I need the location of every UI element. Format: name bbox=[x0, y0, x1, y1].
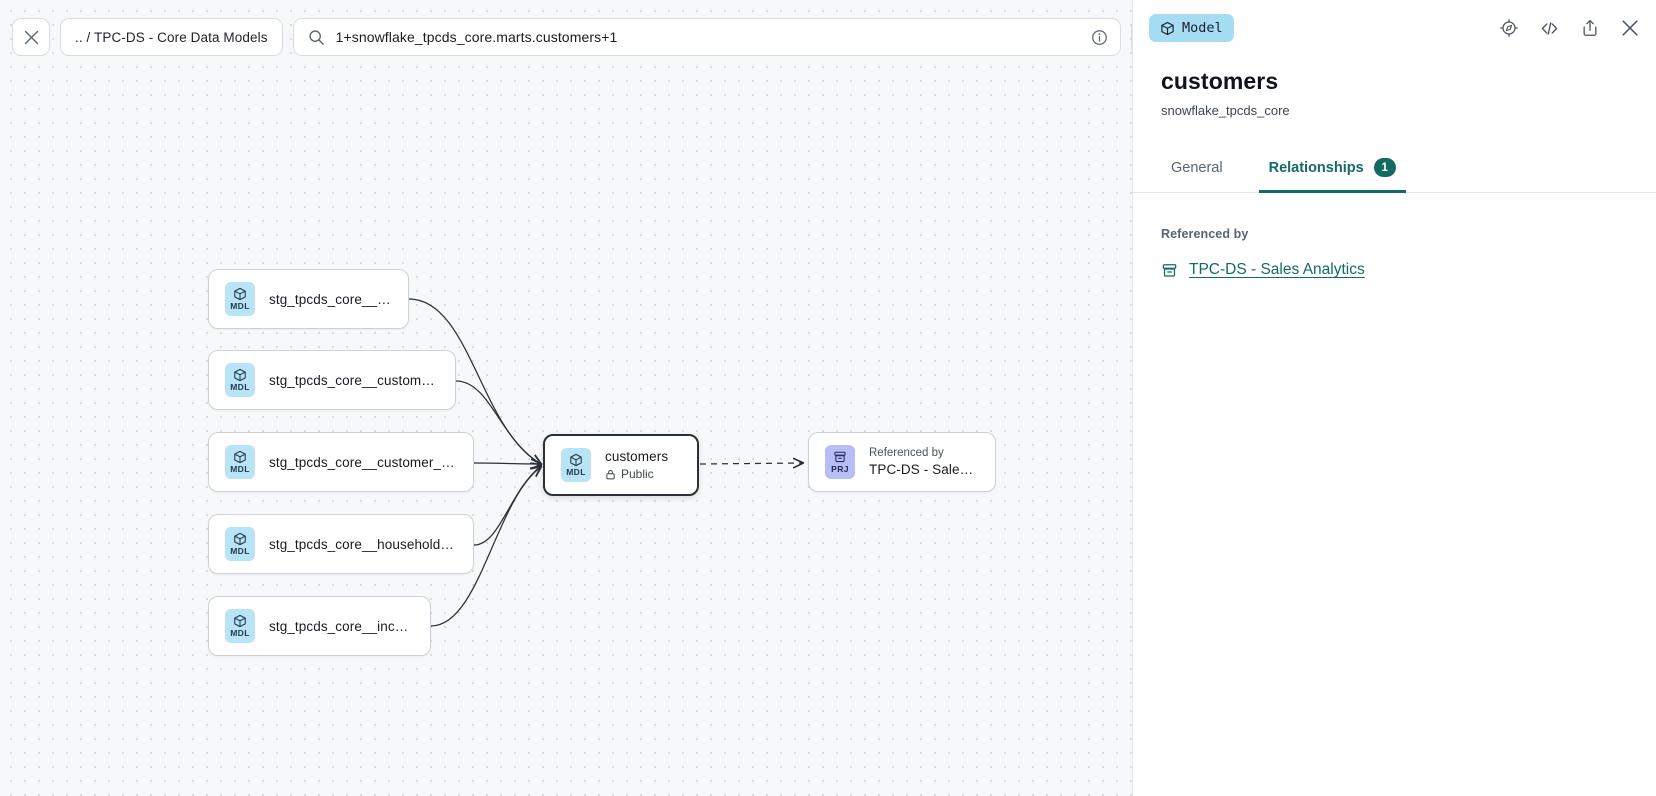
info-circle-icon[interactable] bbox=[1091, 29, 1108, 46]
lineage-canvas[interactable]: .. / TPC-DS - Core Data Models bbox=[0, 0, 1132, 796]
status-badge: 1 bbox=[1373, 158, 1396, 177]
graph-node-stg-customer[interactable]: MDL stg_tpcds_core__customer bbox=[208, 269, 409, 329]
search-field[interactable] bbox=[292, 18, 1121, 56]
badge-label: PRJ bbox=[831, 464, 849, 475]
close-panel-button[interactable] bbox=[1620, 18, 1640, 38]
model-type-badge: MDL bbox=[561, 448, 591, 482]
model-type-badge: MDL bbox=[225, 527, 255, 561]
panel-toolbar: Model bbox=[1133, 0, 1656, 56]
node-label: stg_tpcds_core__customer_address bbox=[269, 372, 439, 388]
panel-subtitle: snowflake_tpcds_core bbox=[1161, 103, 1290, 118]
compass-icon bbox=[1500, 19, 1518, 37]
share-button[interactable] bbox=[1580, 18, 1600, 38]
graph-node-stg-income-band[interactable]: MDL stg_tpcds_core__income_band bbox=[208, 596, 431, 656]
relationships-body: Referenced by TPC-DS - Sales Analytics bbox=[1133, 193, 1656, 279]
search-input[interactable] bbox=[335, 29, 1080, 45]
cube-icon bbox=[234, 615, 246, 628]
tab-label: Relationships bbox=[1268, 159, 1364, 176]
tab-relationships[interactable]: Relationships 1 bbox=[1258, 152, 1406, 193]
cube-icon bbox=[234, 533, 246, 546]
project-icon bbox=[834, 451, 846, 463]
list-item[interactable]: TPC-DS - Sales Analytics bbox=[1161, 261, 1628, 279]
tab-general[interactable]: General bbox=[1161, 152, 1233, 193]
model-type-chip[interactable]: Model bbox=[1149, 14, 1234, 42]
node-kicker: Referenced by bbox=[869, 447, 944, 459]
badge-label: MDL bbox=[230, 464, 250, 475]
search-icon bbox=[308, 29, 324, 45]
visibility-label: Public bbox=[621, 467, 654, 481]
badge-label: MDL bbox=[230, 628, 250, 639]
badge-label: MDL bbox=[230, 546, 250, 557]
node-label: stg_tpcds_core__customer bbox=[269, 291, 392, 307]
reference-link[interactable]: TPC-DS - Sales Analytics bbox=[1189, 261, 1365, 278]
node-label: TPC-DS - Sales Analytics bbox=[869, 462, 979, 477]
compass-button[interactable] bbox=[1499, 18, 1519, 38]
details-panel: Model bbox=[1132, 0, 1656, 796]
model-type-badge: MDL bbox=[225, 609, 255, 643]
cube-icon bbox=[234, 451, 246, 464]
graph-node-stg-customer-demographics[interactable]: MDL stg_tpcds_core__customer_demogra… bbox=[208, 432, 474, 492]
close-icon bbox=[1622, 20, 1638, 36]
lineage-edges bbox=[408, 298, 1132, 627]
cube-icon bbox=[234, 369, 246, 382]
page-title: customers bbox=[1161, 68, 1279, 94]
panel-tabs: General Relationships 1 bbox=[1133, 152, 1656, 193]
badge-label: MDL bbox=[566, 467, 586, 478]
code-icon bbox=[1541, 21, 1558, 35]
node-visibility: Public bbox=[605, 467, 668, 481]
close-icon bbox=[24, 30, 38, 44]
graph-node-customers-selected[interactable]: MDL customers Public bbox=[543, 434, 699, 496]
canvas-toolbar: .. / TPC-DS - Core Data Models bbox=[12, 18, 1132, 56]
code-button[interactable] bbox=[1539, 18, 1560, 39]
section-label-referenced-by: Referenced by bbox=[1161, 227, 1249, 241]
badge-label: MDL bbox=[230, 301, 250, 312]
close-lineage-button[interactable] bbox=[12, 18, 50, 56]
graph-node-project-sales-analytics[interactable]: PRJ Referenced by TPC-DS - Sales Analyti… bbox=[808, 432, 996, 492]
node-label: stg_tpcds_core__household_demogr… bbox=[269, 536, 457, 552]
node-label: customers bbox=[605, 449, 669, 464]
project-type-badge: PRJ bbox=[825, 445, 855, 479]
node-label: stg_tpcds_core__income_band bbox=[269, 618, 414, 634]
badge-label: MDL bbox=[230, 382, 250, 393]
panel-action-group bbox=[1499, 18, 1640, 39]
lock-icon bbox=[606, 469, 615, 479]
graph-node-stg-household-demographics[interactable]: MDL stg_tpcds_core__household_demogr… bbox=[208, 514, 474, 574]
share-icon bbox=[1583, 19, 1597, 36]
model-type-badge: MDL bbox=[225, 363, 255, 397]
project-icon bbox=[1162, 263, 1177, 277]
model-chip-label: Model bbox=[1182, 20, 1223, 36]
graph-node-stg-customer-address[interactable]: MDL stg_tpcds_core__customer_address bbox=[208, 350, 456, 410]
model-type-badge: MDL bbox=[225, 445, 255, 479]
node-text-stack: Referenced by TPC-DS - Sales Analytics bbox=[869, 447, 979, 477]
refresh-button[interactable] bbox=[1130, 18, 1132, 56]
cube-icon bbox=[234, 288, 246, 301]
node-label: stg_tpcds_core__customer_demogra… bbox=[269, 454, 457, 470]
cube-icon bbox=[570, 454, 582, 467]
tab-label: General bbox=[1171, 159, 1223, 176]
cube-icon bbox=[1161, 21, 1174, 35]
node-text-stack: customers Public bbox=[605, 449, 668, 481]
panel-header: customers snowflake_tpcds_core bbox=[1133, 56, 1656, 118]
breadcrumb[interactable]: .. / TPC-DS - Core Data Models bbox=[60, 18, 283, 56]
model-type-badge: MDL bbox=[225, 282, 255, 316]
